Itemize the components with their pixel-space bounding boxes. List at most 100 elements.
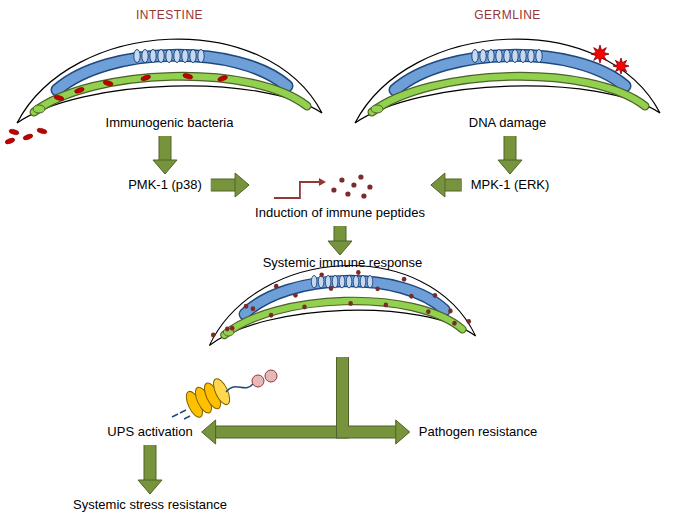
tissue-heading: GERMLINE bbox=[474, 7, 541, 23]
peptide-dot bbox=[211, 332, 216, 337]
flow-arrow bbox=[328, 226, 352, 255]
proteasome-icon bbox=[183, 376, 233, 419]
ubiquitin-mark bbox=[265, 370, 277, 382]
egg bbox=[512, 50, 518, 63]
arrow-shaft bbox=[343, 357, 396, 432]
bacterium bbox=[74, 86, 85, 94]
arrow-head bbox=[235, 173, 249, 197]
process-label: Systemic stress resistance bbox=[67, 494, 233, 516]
node-text: Immunogenic bacteria bbox=[106, 115, 234, 131]
peptide-dot bbox=[351, 182, 356, 187]
node-text: Induction of immune peptides bbox=[255, 205, 425, 221]
arrow-head bbox=[138, 480, 162, 494]
peptide-dot bbox=[409, 294, 414, 299]
peptide-dot bbox=[452, 321, 457, 326]
egg bbox=[311, 275, 317, 287]
egg bbox=[166, 50, 172, 63]
peptide-dot bbox=[244, 304, 249, 309]
substrate-chain bbox=[226, 384, 253, 392]
arrow-outline bbox=[143, 445, 156, 480]
arrow-head bbox=[202, 420, 216, 444]
egg bbox=[504, 50, 510, 63]
egg bbox=[134, 50, 140, 63]
worm-cuticle bbox=[17, 39, 322, 123]
pharynx bbox=[371, 105, 383, 113]
peptide-dot bbox=[361, 193, 366, 198]
node-text: MPK-1 (ERK) bbox=[471, 177, 550, 193]
worm-node: Systemic immune response bbox=[205, 255, 480, 355]
peptide-dot bbox=[302, 304, 307, 309]
peptide-dot bbox=[251, 306, 256, 311]
peptide-dot bbox=[467, 319, 472, 324]
arrow-outline bbox=[216, 357, 343, 432]
node-text: Pathogen resistance bbox=[419, 424, 538, 440]
peptide-dot bbox=[345, 191, 350, 196]
dna-damage-star bbox=[591, 45, 609, 63]
peptide-dot bbox=[225, 327, 230, 332]
intestine bbox=[34, 76, 307, 112]
peptide-dot bbox=[426, 309, 431, 314]
arrow-outline bbox=[333, 226, 346, 241]
intestine bbox=[372, 76, 645, 112]
egg bbox=[346, 275, 352, 287]
egg bbox=[332, 275, 338, 287]
flow-arrow bbox=[343, 357, 410, 444]
peptide-dot bbox=[230, 326, 235, 331]
arrow-outline bbox=[503, 136, 516, 160]
promoter-arrowhead bbox=[319, 178, 326, 186]
peptide-dot bbox=[448, 308, 453, 313]
bacterium bbox=[37, 127, 48, 134]
arrow-shaft bbox=[504, 136, 515, 160]
worm-node: INTESTINEImmunogenic bacteria bbox=[12, 28, 327, 133]
peptide-dot bbox=[358, 174, 363, 179]
egg bbox=[174, 50, 180, 63]
bacterium bbox=[9, 128, 20, 135]
egg bbox=[360, 275, 366, 287]
egg bbox=[325, 275, 331, 287]
egg bbox=[158, 50, 164, 63]
peptide-dot bbox=[339, 177, 344, 182]
arrow-outline bbox=[343, 357, 396, 432]
node-text: DNA damage bbox=[469, 115, 546, 131]
egg bbox=[150, 50, 156, 63]
arrow-head bbox=[498, 160, 522, 174]
bacterium bbox=[103, 80, 114, 87]
flow-arrow bbox=[211, 173, 249, 197]
intestine bbox=[224, 301, 462, 335]
peptide-dot bbox=[293, 293, 298, 298]
process-label: Induction of immune peptides bbox=[249, 172, 431, 224]
egg bbox=[496, 50, 502, 63]
egg bbox=[528, 50, 534, 63]
arrow-outline bbox=[211, 179, 235, 192]
intestine-fill bbox=[224, 301, 462, 335]
arrow-shaft bbox=[159, 136, 170, 160]
process-label: Pathogen resistance bbox=[413, 421, 544, 443]
egg bbox=[480, 50, 486, 63]
peptide-dot bbox=[319, 272, 324, 277]
peptide-dot bbox=[274, 284, 279, 289]
peptide-fragments bbox=[172, 410, 190, 419]
induction-illustration bbox=[249, 172, 431, 202]
egg bbox=[190, 50, 196, 63]
egg bbox=[318, 275, 324, 287]
arrow-outline bbox=[445, 179, 462, 192]
arrow-head bbox=[328, 241, 352, 255]
bacterium bbox=[182, 73, 193, 80]
ubiquitin-mark bbox=[252, 375, 264, 387]
peptide-dot bbox=[331, 187, 336, 192]
node-text: Systemic stress resistance bbox=[73, 497, 227, 513]
worm-cuticle bbox=[209, 266, 475, 346]
flow-arrow bbox=[498, 136, 522, 174]
bacterium bbox=[217, 75, 228, 83]
peptide-dot bbox=[433, 293, 438, 298]
promoter-arrow bbox=[274, 182, 320, 198]
arrow-shaft bbox=[144, 445, 155, 480]
flow-arrow bbox=[153, 136, 177, 174]
tissue-heading: INTESTINE bbox=[136, 7, 203, 23]
egg bbox=[367, 275, 373, 287]
arrow-shaft bbox=[211, 180, 235, 191]
egg bbox=[488, 50, 494, 63]
peptide-dot bbox=[375, 286, 380, 291]
intestine-fill bbox=[372, 76, 645, 112]
node-text: UPS activation bbox=[107, 424, 192, 440]
